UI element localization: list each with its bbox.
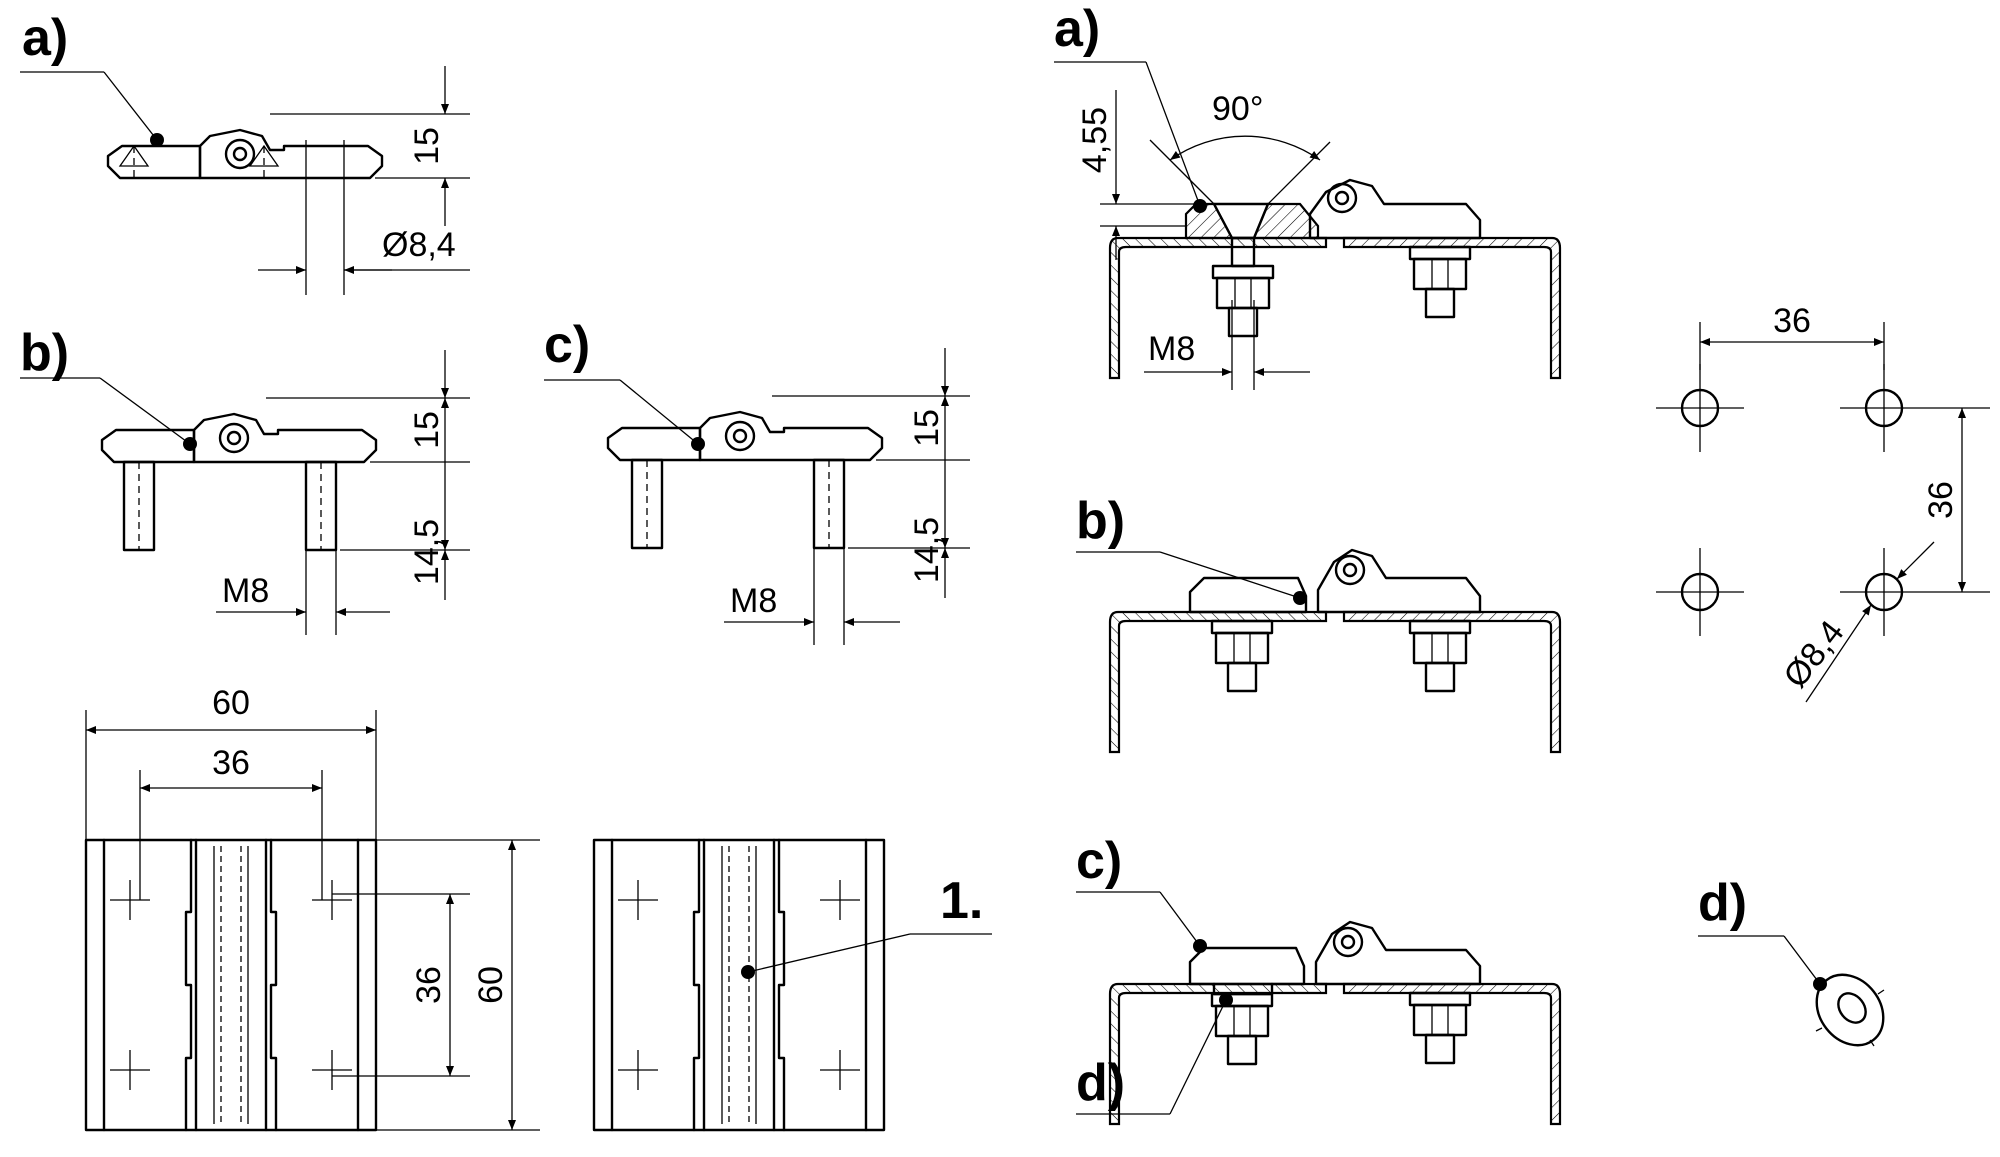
dim-pattern-diameter: Ø8,4	[1776, 613, 1851, 694]
hole-pattern: 36 36 Ø8,4	[1654, 302, 1990, 703]
dim-height-60: 60	[472, 966, 510, 1004]
washer-d: d)	[1698, 874, 1885, 1047]
dim-pattern-x: 36	[1773, 302, 1811, 340]
dim-pattern-y: 36	[1922, 481, 1960, 519]
assembly-b: b)	[1076, 492, 1562, 754]
dim-height-36: 36	[410, 966, 448, 1004]
assembly-a: a) 90° 4,55 M8	[1054, 0, 1562, 390]
view-b-side: b) 15 14,5 M8	[20, 324, 470, 635]
label-c: c)	[544, 316, 590, 374]
label-assembly-c: c)	[1076, 832, 1122, 890]
assembly-c: c) d)	[1076, 832, 1562, 1126]
dim-hole-diameter: Ø8,4	[382, 226, 456, 264]
dim-b-thread: M8	[222, 572, 269, 610]
label-a: a)	[22, 9, 68, 67]
dim-countersink-depth: 4,55	[1076, 107, 1114, 173]
dim-width-60: 60	[212, 684, 250, 722]
plan-view-callout: 1.	[592, 838, 992, 1132]
plan-view-dimensioned: 60 36 60 36	[84, 684, 540, 1132]
dim-c-thread: M8	[730, 582, 777, 620]
view-a-side: a) 15 Ø8,4	[20, 9, 470, 295]
label-assembly-a: a)	[1054, 0, 1100, 58]
label-b: b)	[20, 324, 69, 382]
dim-pitch-36: 36	[212, 744, 250, 782]
label-assembly-d: d)	[1076, 1054, 1125, 1112]
label-assembly-b: b)	[1076, 492, 1125, 550]
label-washer-d: d)	[1698, 874, 1747, 932]
dim-assembly-thread: M8	[1148, 330, 1195, 368]
dim-b-height-15: 15	[408, 411, 446, 449]
label-one: 1.	[940, 872, 983, 930]
dim-b-stud-length: 14,5	[408, 519, 446, 585]
dim-height-15: 15	[408, 127, 446, 165]
view-c-side: c) 15 14,5 M8	[544, 316, 970, 645]
dim-angle: 90°	[1212, 90, 1263, 128]
dim-c-height-15: 15	[908, 409, 946, 447]
dim-c-stud-length: 14,5	[908, 517, 946, 583]
